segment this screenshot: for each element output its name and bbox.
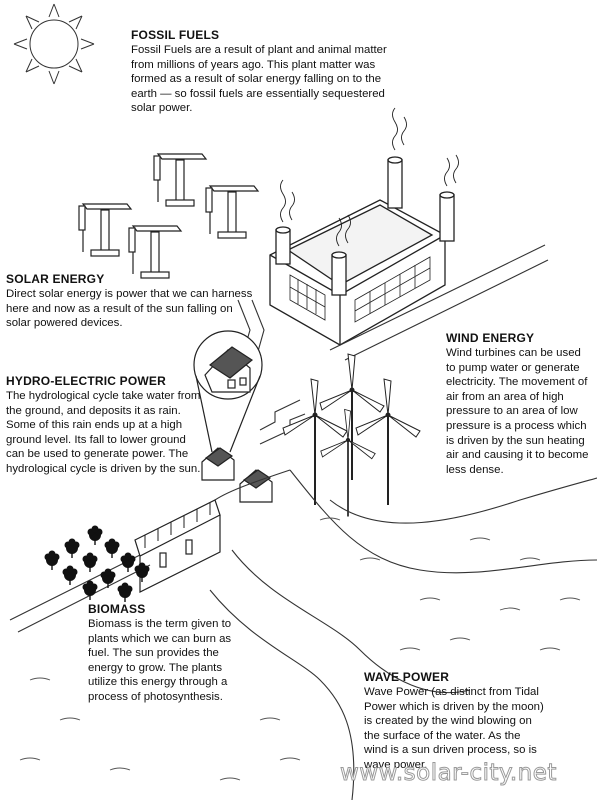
hydro-electric-section: HYDRO-ELECTRIC POWER The hydrological cy… bbox=[6, 374, 202, 477]
river bbox=[209, 469, 597, 800]
fossil-fuels-section: FOSSIL FUELS Fossil Fuels are a result o… bbox=[131, 28, 393, 116]
tree-icon bbox=[43, 524, 151, 603]
power-station-icon bbox=[269, 107, 459, 346]
wind-turbine-icon bbox=[282, 353, 421, 518]
wind-energy-text: Wind turbines can be used to pump water … bbox=[446, 347, 589, 476]
biomass-title: BIOMASS bbox=[88, 602, 146, 616]
wind-energy-title: WIND ENERGY bbox=[446, 331, 535, 345]
sun-icon bbox=[13, 3, 95, 85]
solar-house-icon bbox=[193, 330, 273, 503]
wave-lines bbox=[19, 517, 581, 781]
road bbox=[9, 244, 549, 633]
solar-energy-title: SOLAR ENERGY bbox=[6, 272, 105, 286]
fossil-fuels-title: FOSSIL FUELS bbox=[131, 28, 220, 42]
dam-icon bbox=[134, 499, 221, 593]
hydro-electric-title: HYDRO-ELECTRIC POWER bbox=[6, 374, 166, 388]
wind-energy-section: WIND ENERGY Wind turbines can be used to… bbox=[446, 331, 592, 477]
biomass-text: Biomass is the term given to plants whic… bbox=[88, 618, 232, 703]
oil-pump-icon bbox=[78, 153, 259, 279]
biomass-section: BIOMASS Biomass is the term given to pla… bbox=[88, 602, 236, 705]
solar-energy-text: Direct solar energy is power that we can… bbox=[6, 288, 253, 330]
fossil-fuels-text: Fossil Fuels are a result of plant and a… bbox=[131, 44, 387, 115]
watermark: www.solar-city.net bbox=[340, 760, 557, 787]
solar-energy-section: SOLAR ENERGY Direct solar energy is powe… bbox=[6, 272, 258, 331]
wave-power-title: WAVE POWER bbox=[364, 670, 450, 684]
wave-power-section: WAVE POWER Wave Power (as distinct from … bbox=[364, 670, 544, 773]
wave-power-text: Wave Power (as distinct from Tidal Power… bbox=[364, 686, 544, 771]
hydro-electric-text: The hydrological cycle take water from t… bbox=[6, 390, 201, 475]
